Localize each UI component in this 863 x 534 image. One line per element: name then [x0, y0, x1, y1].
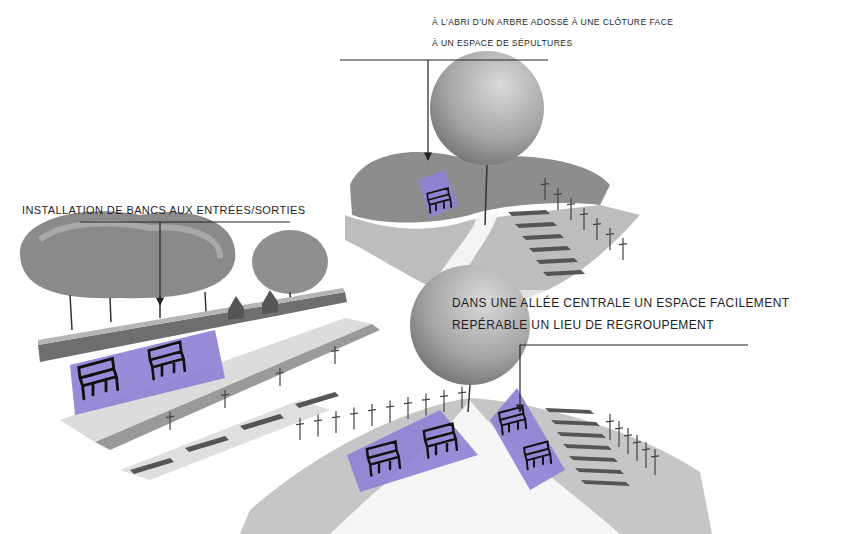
tree-trunk [468, 385, 470, 412]
bench-stroke [79, 359, 118, 399]
leader-arrow [427, 60, 428, 160]
grave-cross [651, 449, 659, 475]
ground [240, 398, 712, 534]
grave-cross [567, 198, 575, 220]
grave-cross [386, 401, 394, 423]
grave-cross [350, 408, 358, 430]
grave-slab [563, 444, 612, 450]
gate-post [228, 290, 278, 320]
grave-cross [368, 404, 376, 426]
hedge [20, 211, 235, 298]
grave-cross [633, 435, 641, 461]
grave-cross [624, 428, 632, 454]
grave-cross [580, 208, 588, 230]
grave-cross [606, 414, 614, 440]
bench-symbol [79, 359, 118, 399]
grave-slab [295, 392, 339, 408]
grave-slab [529, 246, 571, 252]
bench-symbol [149, 342, 185, 379]
grave-slab [130, 458, 174, 474]
central-path [330, 400, 620, 534]
grave-slab [185, 436, 229, 452]
grave-cross [166, 412, 174, 430]
bench-stroke [424, 424, 457, 458]
grave-cross [314, 415, 322, 437]
bench-zone [347, 410, 478, 492]
annotation-text: INSTALLATION DE BANCS AUX ENTRÉES/SORTIE… [22, 203, 362, 217]
grave-cross [404, 397, 412, 419]
grave-cross [221, 390, 229, 408]
bench-symbol [367, 442, 400, 476]
bench-symbol [499, 407, 526, 435]
bench-stroke [149, 342, 185, 379]
grave-cross [332, 411, 340, 433]
grave-cross [554, 188, 562, 210]
grave-cross [619, 238, 627, 260]
grave-slab [569, 456, 618, 462]
annotation-text: DANS UNE ALLÉE CENTRALE UN ESPACE FACILE… [452, 292, 862, 336]
hedge-highlight [40, 224, 220, 258]
grave-cross [606, 228, 614, 250]
leader-arrow [159, 222, 160, 305]
grave-cross [422, 394, 430, 416]
grave-slab [545, 408, 594, 414]
bench-symbol [524, 442, 551, 470]
bench-zone [70, 330, 225, 415]
grave-slab [551, 420, 600, 426]
tree-crown [430, 51, 544, 165]
leader-lines [80, 60, 748, 412]
grave-slab [522, 234, 564, 240]
bench-stroke [367, 442, 400, 476]
path [60, 318, 372, 442]
grave-cross [642, 442, 650, 468]
bench-stroke [524, 442, 551, 470]
grave-slab [536, 258, 578, 264]
grave-slab [543, 270, 585, 276]
grave-cross [615, 421, 623, 447]
grave-slab [508, 210, 550, 216]
illustration [20, 51, 757, 534]
bench-zone [490, 388, 565, 490]
grave-slab [575, 468, 624, 474]
bench-zone [418, 170, 458, 218]
bench-stroke [427, 188, 451, 213]
grave-cross [440, 390, 448, 412]
leader-line [80, 221, 290, 222]
grave-cross [458, 387, 466, 409]
grave-slab [240, 414, 284, 430]
ground-shadow [120, 400, 330, 480]
tree-trunk [485, 165, 487, 225]
bench-stroke [499, 407, 526, 435]
grave-slab [557, 432, 606, 438]
bench-symbol [427, 188, 451, 213]
tree-crown [252, 230, 328, 294]
grave-cross [541, 178, 549, 200]
grave-cross [593, 218, 601, 240]
grave-cross [276, 368, 284, 386]
leader-line [340, 59, 548, 60]
grave-cross [296, 418, 304, 440]
leader-line [520, 344, 748, 345]
grave-slab [515, 222, 557, 228]
bench-symbol [424, 424, 457, 458]
annotation-text: À L'ABRI D'UN ARBRE ADOSSÉ À UNE CLÔTURE… [432, 12, 682, 54]
leader-arrow [519, 345, 520, 412]
grave-cross [331, 346, 339, 364]
grave-slab [581, 480, 630, 486]
